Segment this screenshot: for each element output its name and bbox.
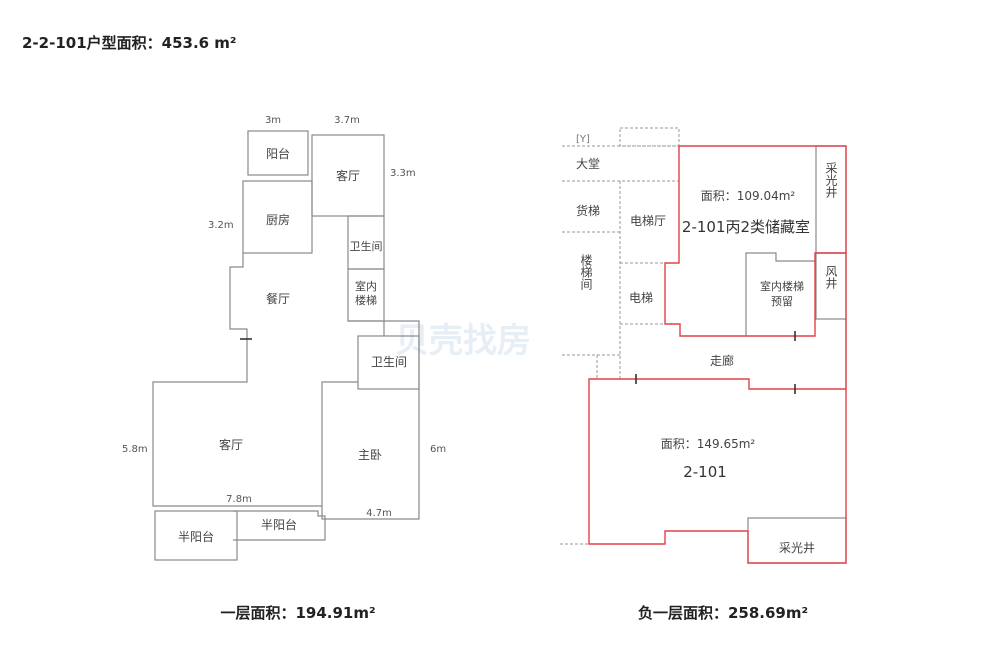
storage-area: 面积：109.04m² [701,189,796,203]
label-bathroom-2: 卫生间 [371,355,407,369]
page-title: 2-2-101户型面积：453.6 m² [22,34,237,52]
label-living-upper: 客厅 [336,168,360,183]
room-stairs-reserved [745,252,815,336]
watermark: 贝壳找房 [395,321,531,361]
label-dining: 餐厅 [266,291,290,306]
dim-6m: 6m [430,444,446,455]
dim-3.7m: 3.7m [334,115,360,126]
room-half-balcony-2 [233,510,326,541]
room-master-bedroom [321,320,420,520]
label-stairs-reserved-2: 预留 [771,295,793,308]
label-air-shaft: 风井 [824,265,838,290]
storage-room-outline [664,145,847,337]
dim-4.7m: 4.7m [366,508,392,519]
unit-area: 面积：149.65m² [661,437,756,451]
label-freight-elevator: 货梯 [576,203,600,218]
label-corridor: 走廊 [710,353,734,368]
basement-plan: [Y] 大堂 货梯 电梯厅 楼梯间 电梯 走廊 采光井 风井 室内楼梯 预留 采… [560,127,847,622]
label-half-balcony-2: 半阳台 [261,517,297,532]
room-bathroom-2 [357,335,420,390]
label-elevator-hall: 电梯厅 [630,214,666,228]
storage-name: 2-101丙2类储藏室 [682,218,810,236]
first-floor-caption: 一层面积：194.91m² [220,604,375,622]
label-master-bedroom: 主卧 [358,448,382,462]
entrance-icon: [Y] [576,134,590,145]
first-floor-plan: 阳台 客厅 厨房 卫生间 室内 楼梯 餐厅 卫生间 客厅 主卧 半阳台 半阳台 … [122,115,446,622]
wall-dining [152,253,322,507]
label-kitchen: 厨房 [266,212,290,227]
label-stairs-2: 楼梯 [355,293,377,307]
dim-3.2m: 3.2m [208,220,234,231]
label-lobby: 大堂 [576,157,600,171]
dim-5.8m: 5.8m [122,444,148,455]
basement-caption: 负一层面积：258.69m² [638,604,808,622]
room-balcony [247,130,309,176]
unit-2-101-outline [588,253,847,564]
label-balcony: 阳台 [266,146,290,161]
label-half-balcony-1: 半阳台 [178,529,214,544]
label-lightwell-top: 采光井 [824,162,838,199]
label-bathroom-1: 卫生间 [350,239,383,253]
label-elevator: 电梯 [629,291,653,305]
dim-3m: 3m [265,115,281,126]
label-stairwell: 楼梯间 [579,253,593,290]
dim-7.8m: 7.8m [226,494,252,505]
label-lightwell-bottom: 采光井 [779,541,815,555]
label-stairs-1: 室内 [355,279,377,293]
label-stairs-reserved-1: 室内楼梯 [760,279,804,293]
room-half-balcony-1 [154,510,238,561]
dim-3.3m: 3.3m [390,168,416,179]
unit-name: 2-101 [683,463,727,481]
label-living: 客厅 [219,437,243,452]
room-kitchen [242,180,313,254]
